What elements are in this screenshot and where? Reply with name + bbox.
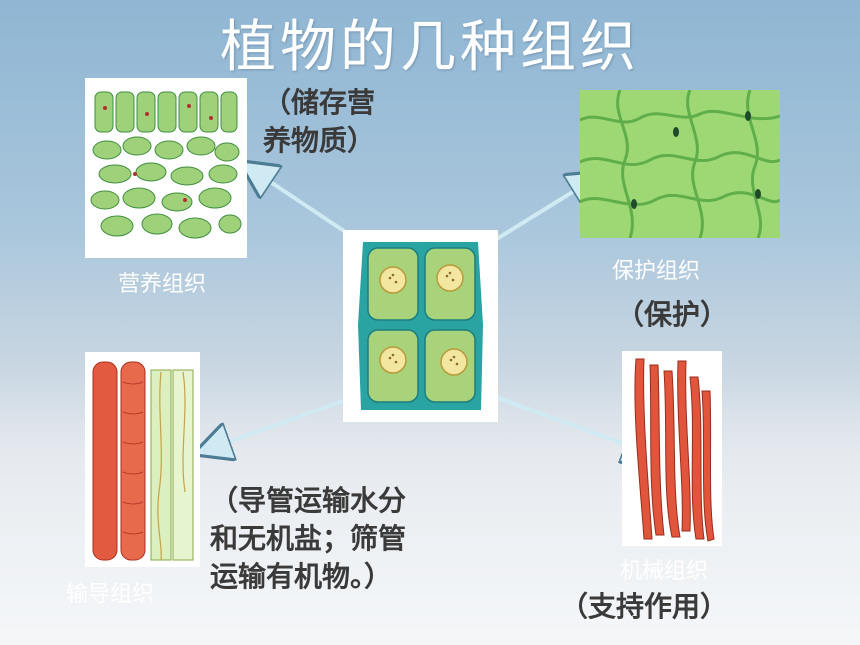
arrow-to-conductive: [200, 393, 361, 452]
protective-tissue-note: （保护）: [616, 298, 729, 331]
mechanical-tissue-image: [622, 351, 722, 546]
mechanical-tissue-label: 机械组织: [620, 559, 709, 584]
protective-tissue-label: 保护组织: [612, 259, 701, 284]
protective-tissue-image: [580, 90, 780, 238]
nutrient-note-line-2: 养物质）: [263, 124, 376, 157]
conductive-note-line-2: 和无机盐；筛管: [210, 522, 407, 555]
page-title: 植物的几种组织: [220, 15, 640, 80]
meristem-cells-image: [343, 230, 498, 422]
conductive-tissue-label: 输导组织: [66, 582, 155, 607]
conductive-note-line-1: （导管运输水分: [210, 484, 407, 517]
conductive-tissue-image: [85, 352, 200, 567]
nutrient-tissue-note: （储存营 养物质）: [263, 84, 375, 160]
nutrient-tissue-label: 营养组织: [118, 272, 207, 297]
conductive-tissue-note: （导管运输水分 和无机盐；筛管 运输有机物。）: [210, 482, 406, 596]
mechanical-tissue-note: （支持作用）: [560, 590, 729, 623]
nutrient-note-line-1: （储存营: [263, 86, 376, 119]
nutrient-tissue-image: [85, 78, 247, 258]
conductive-note-line-3: 运输有机物。）: [210, 560, 393, 593]
